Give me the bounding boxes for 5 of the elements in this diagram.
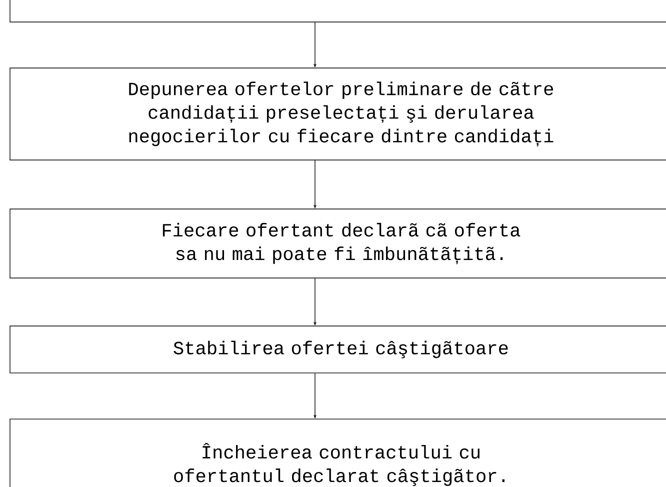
process-box [10, 0, 666, 22]
process-box: Stabilirea ofertei câştigãtoare [10, 326, 666, 374]
process-box: Fiecare ofertant declarã cã oferta sa nu mai poate fi îmbunãtãțitã. [10, 208, 666, 278]
process-box: Depunerea ofertelor preliminare de cãtre candidații preselectați şi derularea negocierilor cu fiecare dintre candidați [10, 68, 666, 160]
process-box: Încheierea contractului cu ofertantul declarat câştigãtor. [10, 418, 666, 487]
